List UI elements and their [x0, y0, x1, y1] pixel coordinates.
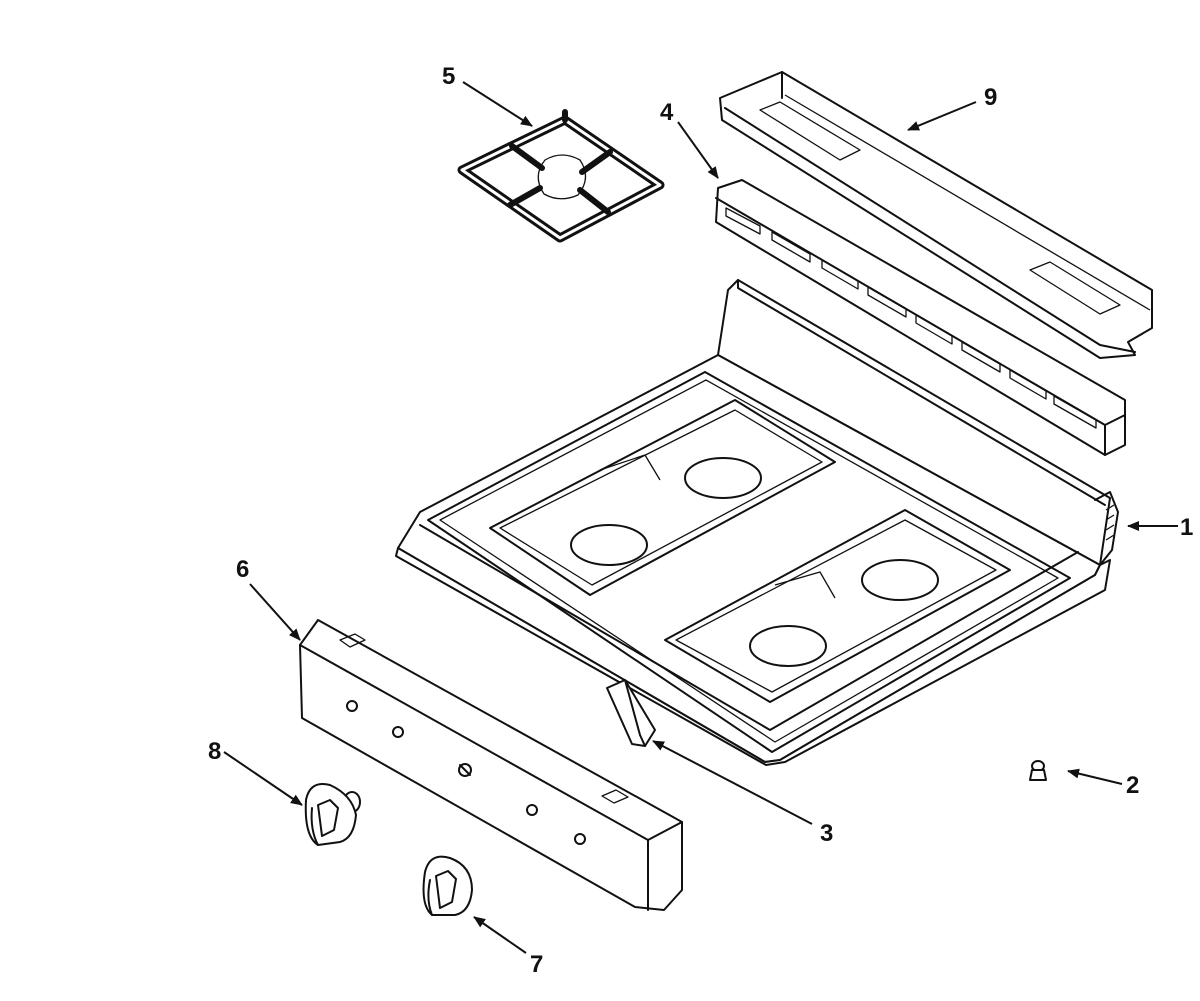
burner-grate-part [457, 109, 665, 243]
vent-strip-part [715, 179, 1126, 456]
leader-line-6 [249, 583, 301, 641]
callout-label-1: 1 [1180, 514, 1193, 541]
cooktop-part [395, 279, 1119, 766]
control-panel-part [299, 619, 683, 911]
screw-part [1029, 760, 1047, 781]
leader-line-4 [677, 121, 719, 179]
clip-part [606, 679, 656, 747]
callout-label-2: 2 [1126, 772, 1139, 799]
leader-line-9 [907, 101, 977, 131]
callout-label-8: 8 [208, 738, 221, 765]
flue-trim-part [719, 71, 1153, 359]
leader-line-7 [473, 916, 527, 954]
callout-label-5: 5 [442, 63, 455, 90]
leader-line-2 [1067, 768, 1123, 785]
callout-label-3: 3 [820, 820, 833, 847]
control-knob-8-part [304, 783, 361, 846]
control-knob-7-part [422, 855, 473, 916]
leader-line-3 [652, 740, 813, 825]
callout-label-7: 7 [530, 951, 543, 978]
callout-labels: 1 2 3 4 5 6 7 8 9 [208, 63, 1193, 978]
callout-label-9: 9 [984, 84, 997, 111]
leader-line-5 [462, 81, 533, 127]
leader-line-8 [223, 751, 303, 806]
leader-lines [223, 81, 1178, 954]
callout-label-6: 6 [236, 556, 249, 583]
callout-label-4: 4 [660, 99, 674, 126]
